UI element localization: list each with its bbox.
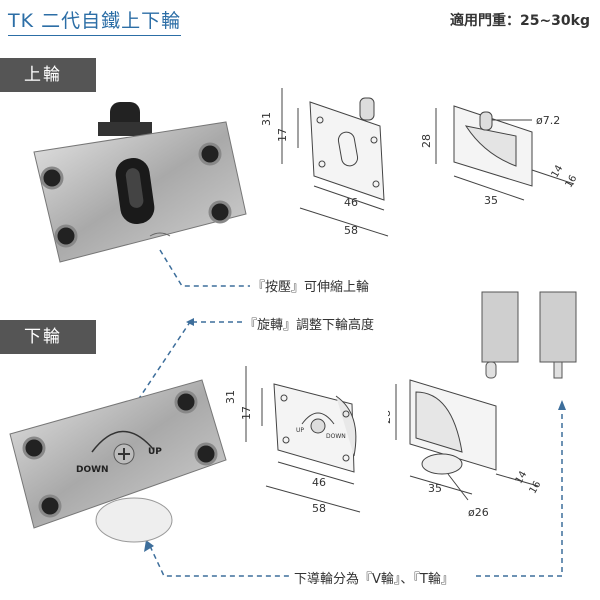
dim-bottom-front-up: UP: [296, 427, 304, 434]
screw-hole: [194, 442, 218, 466]
top-wheel-photo: [33, 102, 247, 263]
dim-bottom-front-w-outer: 58: [312, 502, 326, 515]
bottom-wheel-side-drawing: 28 35 ø26 14 16: [388, 379, 544, 519]
wheel-profile-images: [481, 291, 577, 379]
photo-label-down: DOWN: [76, 465, 109, 475]
bottom-wheel-photo: DOWN UP: [9, 379, 227, 543]
screw-hole: [372, 180, 380, 188]
dim-bottom-side-width: 35: [428, 482, 442, 495]
screw-hole: [22, 436, 46, 460]
screw-hole: [40, 166, 64, 190]
dim-bottom-front-w-inner: 46: [312, 476, 326, 489]
screw-hole: [370, 136, 378, 144]
page-title: TK 二代自鐵上下輪: [8, 6, 182, 36]
screw-hole: [342, 410, 350, 418]
dim-top-front-w-inner: 46: [344, 196, 358, 209]
dim-top-side-pin-dia: ø7.2: [536, 114, 560, 127]
section-label-bottom-wheel: 下輪: [0, 320, 96, 354]
dim-bottom-side-height: 28: [388, 410, 393, 424]
dim-top-front-h-outer: 31: [260, 112, 273, 126]
screw-hole: [54, 224, 78, 248]
dim-top-side-width: 35: [484, 194, 498, 207]
dim-bottom-front-down: DOWN: [326, 433, 346, 440]
dim-bottom-side-thick2: 16: [528, 479, 544, 496]
top-wheel-side-drawing: 28 ø7.2 35 14 16: [420, 105, 579, 207]
screw-hole: [280, 394, 288, 402]
dim-bottom-front-h-inner: 17: [240, 406, 253, 420]
section-label-top-wheel: 上輪: [0, 58, 96, 92]
bottom-wheel-front-drawing: 31 17 UP DOWN 46 58: [226, 366, 361, 515]
callout-wheel-types: 下導輪分為『V輪』、『T輪』: [294, 572, 454, 587]
screw-hole: [174, 390, 198, 414]
screw-hole: [342, 454, 350, 462]
dim-bottom-side-wheel-dia: ø26: [468, 506, 489, 519]
screw-hole: [208, 200, 232, 224]
screw-hole: [38, 494, 62, 518]
dim-top-front-h-inner: 17: [276, 128, 289, 142]
callout-press: 『按壓』可伸縮上輪: [252, 280, 370, 295]
screw-hole: [318, 160, 326, 168]
dim-top-front-w-outer: 58: [344, 224, 358, 237]
dim-top-side-height: 28: [420, 134, 433, 148]
dim-bottom-front-h-outer: 31: [226, 390, 237, 404]
photo-label-up: UP: [148, 447, 162, 457]
callout-rotate: 『旋轉』調整下輪高度: [244, 318, 375, 333]
door-weight-spec: 適用門重：25~30kg: [449, 13, 590, 29]
screw-hole: [198, 142, 222, 166]
top-wheel-front-drawing: 31 17 46 58: [260, 88, 389, 237]
screw-hole: [316, 116, 324, 124]
screw-hole: [282, 436, 290, 444]
